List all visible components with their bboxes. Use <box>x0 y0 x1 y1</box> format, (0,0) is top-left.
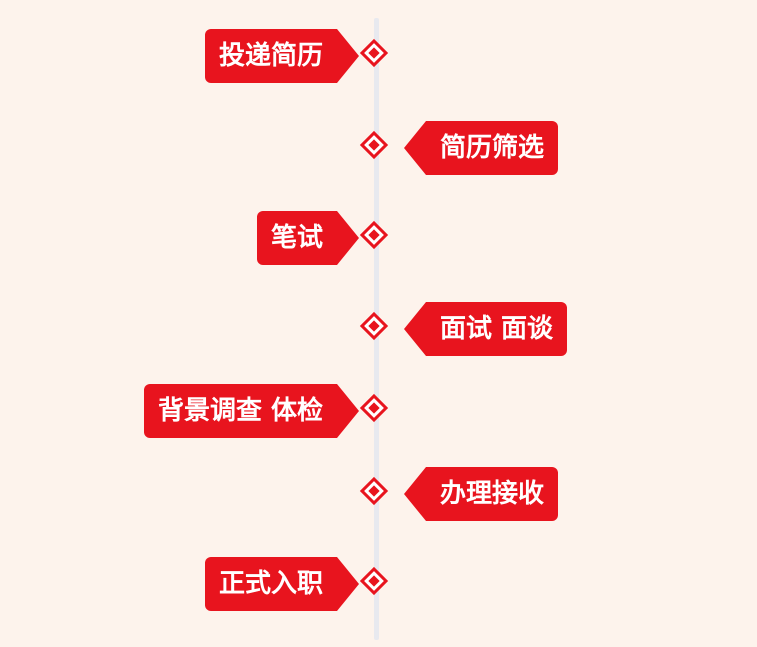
step-label: 背景调查 体检 <box>143 384 360 438</box>
timeline-step-2: 简历筛选 <box>0 121 757 175</box>
diamond-icon <box>359 220 389 250</box>
step-label: 办理接收 <box>403 467 559 521</box>
diamond-icon <box>359 566 389 596</box>
diamond-icon <box>359 130 389 160</box>
step-label: 面试 面谈 <box>403 302 568 356</box>
timeline-step-5: 背景调查 体检 <box>0 384 757 438</box>
timeline-step-1: 投递简历 <box>0 29 757 83</box>
timeline-step-7: 正式入职 <box>0 557 757 611</box>
diamond-icon <box>359 393 389 423</box>
diamond-icon <box>359 476 389 506</box>
step-label: 笔试 <box>256 211 360 265</box>
step-label: 正式入职 <box>204 557 360 611</box>
timeline-step-6: 办理接收 <box>0 467 757 521</box>
timeline-step-3: 笔试 <box>0 211 757 265</box>
step-label: 简历筛选 <box>403 121 559 175</box>
diamond-icon <box>359 311 389 341</box>
diamond-icon <box>359 38 389 68</box>
step-label: 投递简历 <box>204 29 360 83</box>
timeline-step-4: 面试 面谈 <box>0 302 757 356</box>
